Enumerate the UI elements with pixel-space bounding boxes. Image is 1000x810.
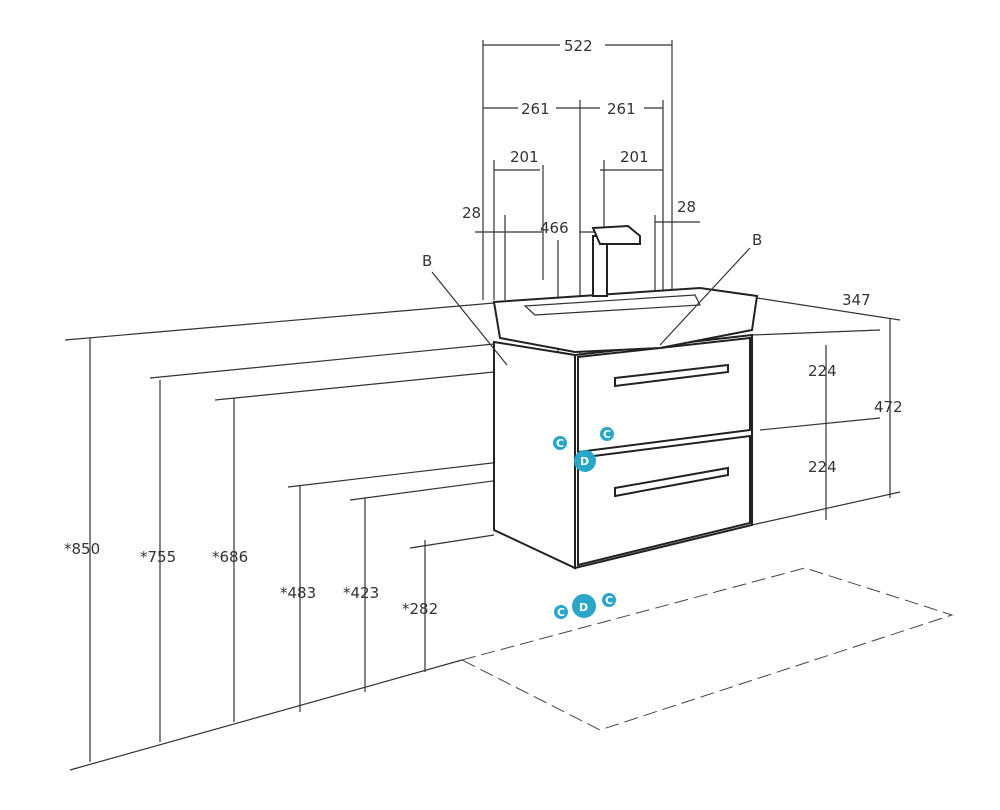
floor-outline bbox=[460, 567, 954, 731]
dim-261-right: 261 bbox=[607, 100, 636, 118]
dim-201-left: 201 bbox=[510, 148, 539, 166]
marker-d-1: D bbox=[574, 450, 596, 472]
left-dimension-lines bbox=[89, 318, 891, 762]
marker-c-1: C bbox=[553, 436, 567, 450]
dim-686: *686 bbox=[212, 548, 248, 566]
svg-text:C: C bbox=[556, 437, 564, 450]
callout-b-left: B bbox=[422, 252, 432, 270]
dim-755: *755 bbox=[140, 548, 176, 566]
dim-483: *483 bbox=[280, 584, 316, 602]
dim-850: *850 bbox=[64, 540, 100, 558]
callout-leader-right bbox=[659, 247, 751, 346]
svg-text:C: C bbox=[603, 428, 611, 441]
washbasin bbox=[492, 286, 759, 354]
dim-28-right: 28 bbox=[677, 198, 696, 216]
dim-282: *282 bbox=[402, 600, 438, 618]
bottom-drawer bbox=[577, 434, 751, 567]
floor-line bbox=[69, 659, 463, 771]
dim-522: 522 bbox=[564, 37, 593, 55]
dim-224-bottom: 224 bbox=[808, 458, 837, 476]
svg-text:D: D bbox=[580, 455, 589, 468]
dim-347: 347 bbox=[842, 291, 871, 309]
dim-472: 472 bbox=[874, 398, 903, 416]
svg-text:C: C bbox=[557, 606, 565, 619]
callout-b-right: B bbox=[752, 231, 762, 249]
bottom-drawer-handle bbox=[614, 466, 729, 498]
svg-text:C: C bbox=[605, 594, 613, 607]
marker-d-2: D bbox=[572, 594, 596, 618]
cabinet bbox=[493, 333, 753, 570]
dim-224-top: 224 bbox=[808, 362, 837, 380]
callout-leader-left bbox=[431, 271, 508, 366]
dim-466: 466 bbox=[540, 219, 569, 237]
dim-423: *423 bbox=[343, 584, 379, 602]
faucet bbox=[591, 224, 641, 297]
dim-201-right: 201 bbox=[620, 148, 649, 166]
marker-c-2: C bbox=[600, 427, 614, 441]
svg-text:D: D bbox=[579, 601, 588, 614]
dim-28-left: 28 bbox=[462, 204, 481, 222]
marker-c-3: C bbox=[554, 605, 568, 619]
extension-lines bbox=[64, 297, 901, 549]
dim-261-left: 261 bbox=[521, 100, 550, 118]
marker-c-4: C bbox=[602, 593, 616, 607]
top-drawer-handle bbox=[614, 363, 729, 388]
